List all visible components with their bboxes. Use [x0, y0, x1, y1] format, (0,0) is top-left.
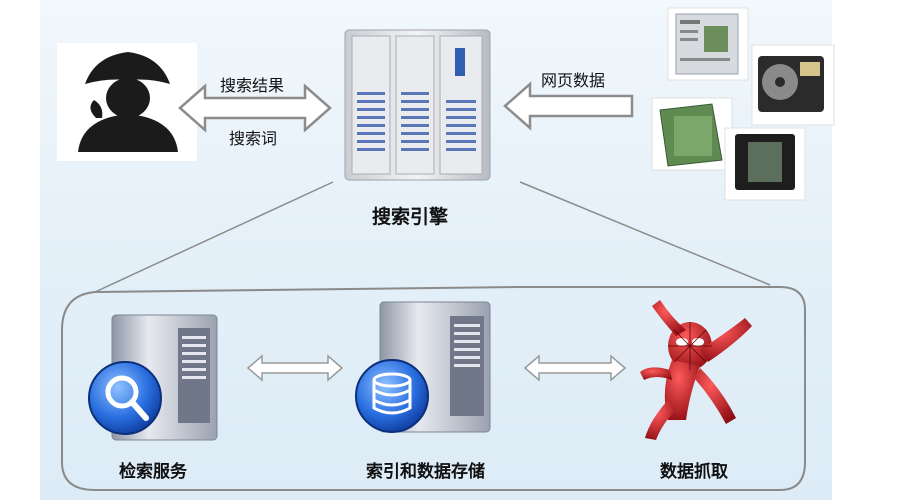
webpage-data-label: 网页数据	[541, 71, 606, 90]
pirate-user-icon	[57, 43, 197, 161]
search-server-icon	[88, 314, 218, 441]
index-crawler-double-arrow	[523, 354, 627, 382]
webpage-data-arrow	[503, 81, 634, 131]
retrieval-index-double-arrow	[246, 354, 344, 382]
spider-crawler-icon	[640, 300, 752, 440]
document-collection-icon	[651, 7, 835, 201]
search-query-label: 搜索词	[229, 129, 278, 148]
database-server-icon	[355, 301, 491, 433]
index-storage-label: 索引和数据存储	[366, 462, 485, 482]
retrieval-service-label: 检索服务	[119, 462, 187, 482]
search-engine-title: 搜索引擎	[372, 206, 449, 228]
result-query-double-arrow	[178, 83, 332, 133]
connector-lines	[94, 181, 771, 293]
search-result-label: 搜索结果	[220, 76, 285, 95]
data-crawl-label: 数据抓取	[660, 462, 728, 482]
server-rack-icon	[344, 29, 491, 181]
subsystem-frame	[61, 286, 806, 491]
